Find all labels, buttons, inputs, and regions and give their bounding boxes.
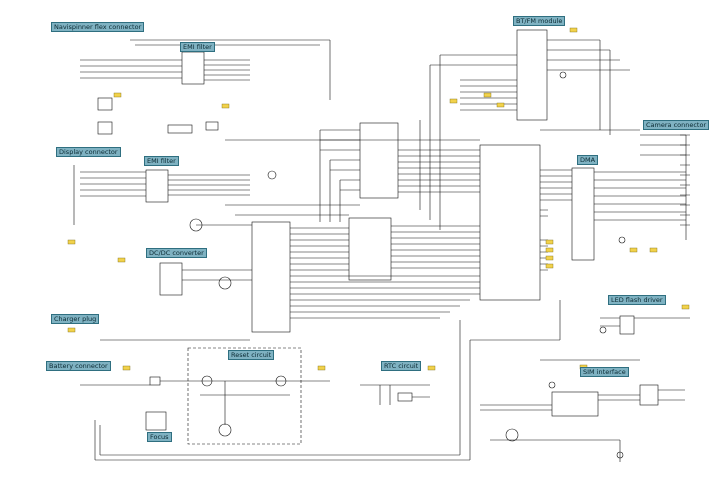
label-battery-connector: Battery connector [46, 361, 111, 371]
transistor-1 [189, 218, 203, 232]
sim-holder [551, 391, 599, 417]
navi-switch-2 [97, 121, 113, 135]
middle-center-ic [348, 217, 392, 281]
sim-ic [639, 384, 659, 406]
left-center-ic [251, 221, 291, 333]
transistor-2 [218, 276, 232, 290]
transistor-6 [505, 428, 519, 442]
test-point-1 [559, 71, 567, 79]
test-point-5 [616, 451, 624, 459]
label-display-connector: Display connector [56, 147, 121, 157]
dcdc-ic [159, 262, 183, 296]
emi-filter-ic-1 [181, 51, 205, 85]
transistor-4 [275, 375, 287, 387]
test-point-3 [548, 381, 556, 389]
focus-ic [145, 411, 167, 431]
battery-part [149, 376, 161, 386]
navi-switch-1 [97, 97, 113, 111]
label-reset-circuit: Reset circuit [228, 350, 275, 360]
label-bt-fm-module: BT/FM module [513, 16, 566, 26]
label-led-flash-driver: LED flash driver [608, 295, 666, 305]
led-driver-ic [619, 315, 635, 335]
label-rtc-circuit: RTC circuit [381, 361, 422, 371]
label-emi-filter-2: EMI filter [144, 156, 179, 166]
navi-cap-block [205, 121, 219, 131]
rtc-part [397, 392, 413, 402]
transistor-3 [201, 375, 213, 387]
net-tags [67, 27, 690, 371]
right-side-wires [470, 134, 690, 361]
label-navispinner-connector: Navispinner flex connector [51, 22, 145, 32]
label-emi-filter-1: EMI filter [180, 42, 215, 52]
emi-filter-ic-2 [145, 169, 169, 203]
bt-fm-ic [516, 29, 548, 121]
label-sim-interface: SIM interface [580, 367, 629, 377]
label-dma: DMA [577, 155, 599, 165]
label-charger-plug: Charger plug [51, 314, 100, 324]
navi-resistor-block [167, 124, 193, 134]
upper-center-ic [359, 122, 399, 199]
transistor-5 [218, 423, 232, 437]
test-point-2 [618, 236, 626, 244]
bt-fm-wires [419, 39, 640, 230]
left-to-center-wires [80, 39, 480, 281]
transistor-7 [267, 170, 277, 180]
label-focus: Focus [147, 432, 172, 442]
dma-ic [571, 167, 595, 261]
test-point-4 [599, 326, 607, 334]
central-bus-wires [290, 129, 480, 319]
label-dcdc-converter: DC/DC converter [146, 248, 207, 258]
label-camera-connector: Camera connector [643, 120, 710, 130]
main-processor-ic [479, 144, 541, 301]
reset-circuit-box [187, 347, 302, 445]
lower-wires [80, 320, 685, 462]
